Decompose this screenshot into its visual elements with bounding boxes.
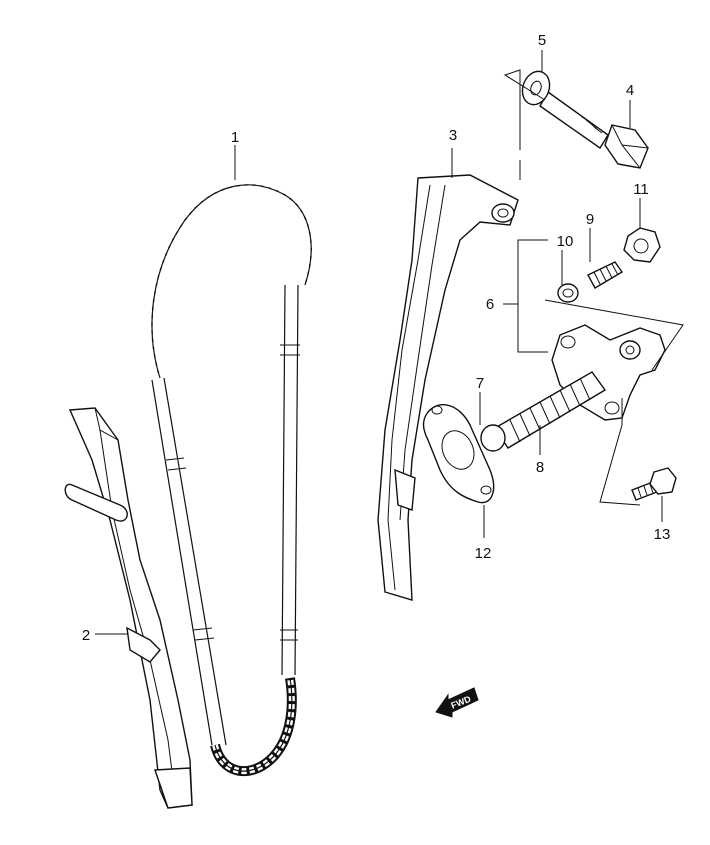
flange-bolt bbox=[631, 467, 677, 501]
callout-13: 13 bbox=[654, 526, 671, 543]
callout-5: 5 bbox=[538, 32, 546, 49]
callout-8: 8 bbox=[536, 459, 544, 476]
o-ring bbox=[557, 283, 579, 303]
callout-6: 6 bbox=[486, 296, 494, 313]
callout-9: 9 bbox=[586, 211, 594, 228]
callout-7: 7 bbox=[476, 375, 484, 392]
chain-guide bbox=[64, 407, 193, 809]
washer bbox=[521, 70, 551, 106]
callout-1: 1 bbox=[231, 129, 239, 146]
forward-direction-arrow-icon: FWD bbox=[435, 687, 479, 718]
gasket bbox=[422, 403, 495, 504]
tensioner-arm bbox=[377, 174, 519, 601]
callout-11: 11 bbox=[633, 181, 649, 198]
callout-10: 10 bbox=[557, 233, 574, 250]
callout-4: 4 bbox=[626, 82, 634, 99]
spring bbox=[587, 261, 624, 289]
callout-2: 2 bbox=[82, 627, 90, 644]
cam-chain bbox=[149, 182, 315, 777]
bolt bbox=[539, 90, 649, 169]
callout-12: 12 bbox=[475, 545, 492, 562]
push-rod bbox=[480, 424, 506, 452]
leader-lines bbox=[95, 50, 684, 635]
callout-3: 3 bbox=[449, 127, 457, 144]
nut bbox=[623, 227, 661, 263]
callout-labels: 1 2 3 4 5 6 7 8 9 10 11 12 13 bbox=[82, 32, 671, 644]
